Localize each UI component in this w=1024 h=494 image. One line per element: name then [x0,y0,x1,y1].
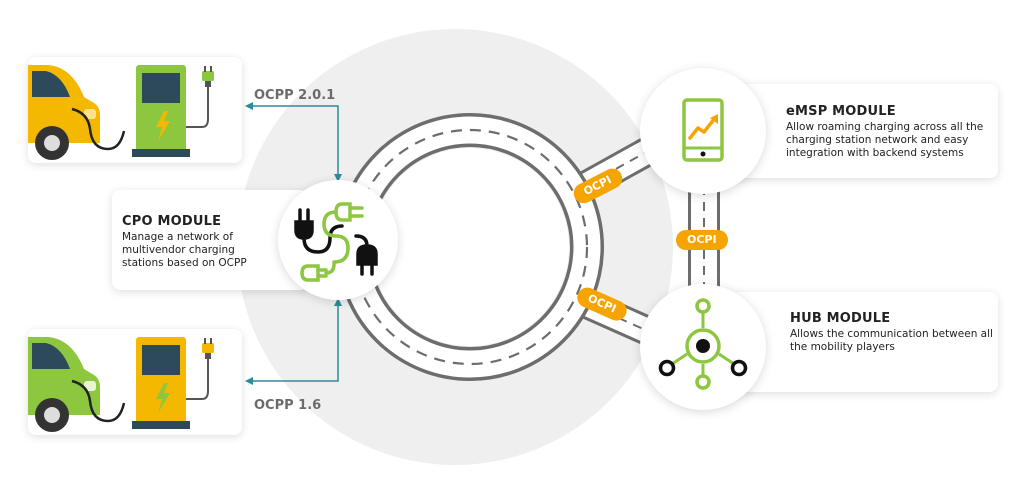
emsp-module-description: Allow roaming charging across all the ch… [786,121,984,159]
ocpp-bottom-label: OCPP 1.6 [254,398,322,413]
connector-arrowheads [245,102,342,385]
charging-station-card-top [28,57,242,163]
ocpi-badge-middle: OCPI [676,230,728,250]
charging-station-card-bottom [28,329,242,435]
hub-module-node [640,284,766,410]
ev-charging-station-yellow-icon [28,337,214,432]
hub-network-icon [658,298,748,390]
emsp-module-title: eMSP MODULE [786,104,896,119]
hub-module-description: Allows the communication between all the… [790,328,993,353]
cpo-module-title: CPO MODULE [122,214,222,229]
ocpp-connectors [252,105,339,382]
yellow-car-icon [28,65,100,160]
ocpp-top-label: OCPP 2.0.1 [254,88,336,103]
cpo-module-card [112,190,308,290]
green-car-icon [28,337,100,432]
tablet-chart-icon [682,98,724,162]
hub-module-title: HUB MODULE [790,311,891,326]
emsp-module-node [640,68,766,194]
cpo-module-node [278,180,398,300]
charging-plugs-icon [294,202,378,282]
cpo-module-description: Manage a network of multivendor charging… [122,231,247,269]
ev-charging-station-green-icon [28,65,214,160]
